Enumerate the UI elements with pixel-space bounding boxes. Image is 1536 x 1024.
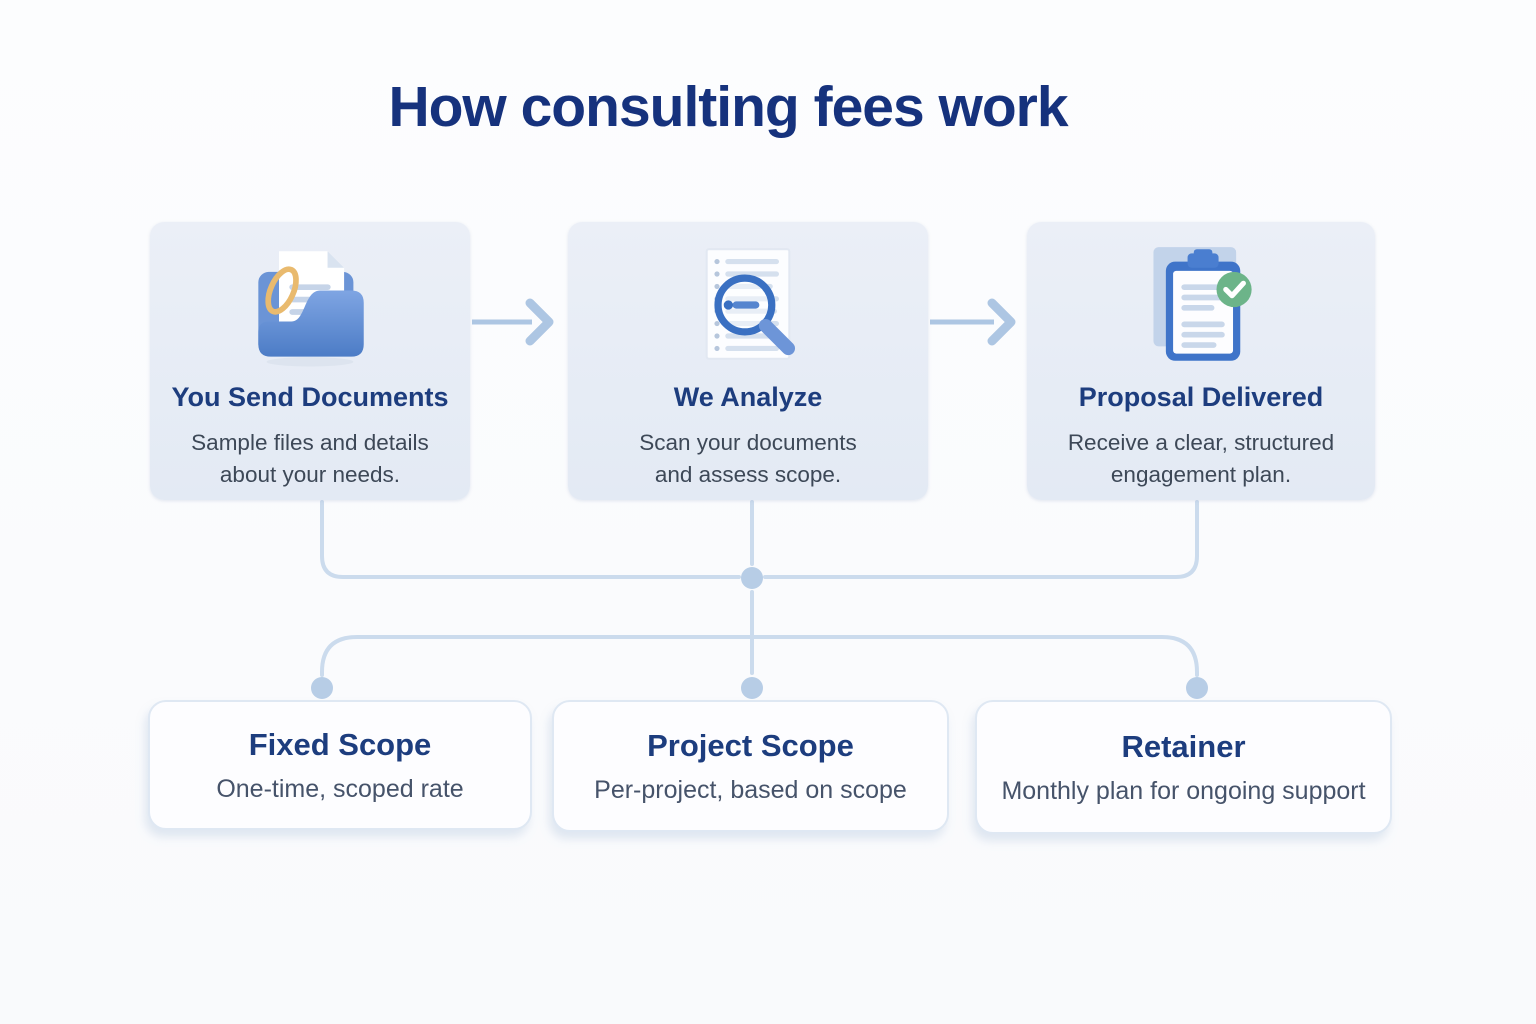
option-description: One-time, scoped rate <box>216 774 464 803</box>
step-title: You Send Documents <box>171 382 449 412</box>
magnifier-document-icon <box>705 248 796 360</box>
step-description: Scan your documents and assess scope. <box>639 430 857 487</box>
branch-dot-left <box>311 677 333 699</box>
branch-dot-center <box>741 677 763 699</box>
connector-branch-bar <box>320 635 1199 677</box>
branch-dot-right <box>1186 677 1208 699</box>
step-card-we-analyze: We Analyze Scan your documents and asses… <box>568 222 928 500</box>
step-card-send-documents: You Send Documents Sample files and deta… <box>150 222 470 500</box>
step-icon-wrap <box>1139 236 1263 374</box>
step-card-proposal-delivered: Proposal Delivered Receive a clear, stru… <box>1027 222 1375 500</box>
arrow-right-icon <box>525 298 554 346</box>
step-arrows <box>472 298 1016 346</box>
connector-dots <box>311 567 1208 699</box>
arrow-right-icon <box>987 298 1016 346</box>
connector-lines <box>320 500 1199 677</box>
clipboard-check-icon <box>1153 247 1252 361</box>
option-description: Per-project, based on scope <box>594 775 907 804</box>
option-title: Retainer <box>1121 728 1246 764</box>
option-title: Project Scope <box>647 727 854 763</box>
step-icon-wrap <box>248 236 372 374</box>
option-title: Fixed Scope <box>248 726 432 762</box>
step-icon-wrap <box>686 236 810 374</box>
option-description: Monthly plan for ongoing support <box>1001 776 1366 805</box>
step-title: Proposal Delivered <box>1078 382 1324 412</box>
page-title: How consulting fees work <box>388 75 1068 139</box>
connector-left-to-center <box>320 500 741 579</box>
option-card-project-scope: Project Scope Per-project, based on scop… <box>552 700 949 832</box>
option-card-fixed-scope: Fixed Scope One-time, scoped rate <box>148 700 532 830</box>
check-badge-icon <box>1216 271 1252 308</box>
junction-dot-center <box>741 567 763 589</box>
option-card-retainer: Retainer Monthly plan for ongoing suppor… <box>975 700 1392 834</box>
step-title: We Analyze <box>673 382 823 412</box>
step-description: Sample files and details about your need… <box>191 430 429 487</box>
step-description: Receive a clear, structured engagement p… <box>1067 430 1335 487</box>
folder-documents-icon <box>258 251 364 367</box>
connector-right-to-center <box>763 500 1199 579</box>
